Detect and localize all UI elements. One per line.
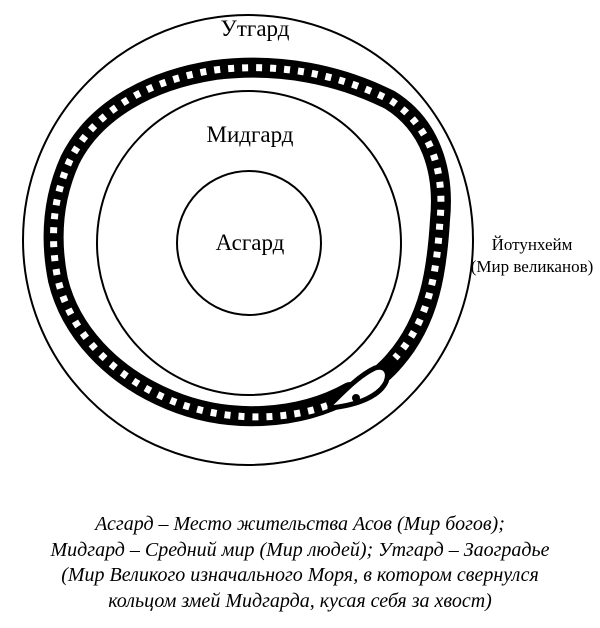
midgard-circle (96, 90, 402, 396)
label-jotunheim-subtitle: (Мир великанов) (470, 257, 594, 276)
caption-line: Мидгард – Средний мир (Мир людей); Утгар… (50, 538, 550, 561)
caption-line: кольцом змей Мидгарда, кусая себя за хво… (108, 589, 492, 612)
serpent-head (327, 364, 390, 411)
label-jotunheim: Йотунхейм (Мир великанов) (471, 234, 594, 278)
label-asgard: Асгард (215, 230, 285, 255)
asgard-circle (176, 170, 322, 316)
label-utgard: Утгард (220, 16, 290, 41)
caption-line: Асгард – Место жительства Асов (Мир бого… (95, 513, 505, 535)
caption-line: (Мир Великого изначального Моря, в котор… (61, 564, 539, 586)
serpent (43, 57, 451, 427)
caption: Асгард – Место жительства Асов (Мир бого… (0, 512, 600, 614)
utgard-circle (22, 14, 474, 466)
label-midgard: Мидгард (206, 122, 294, 147)
label-jotunheim-title: Йотунхейм (491, 235, 573, 254)
